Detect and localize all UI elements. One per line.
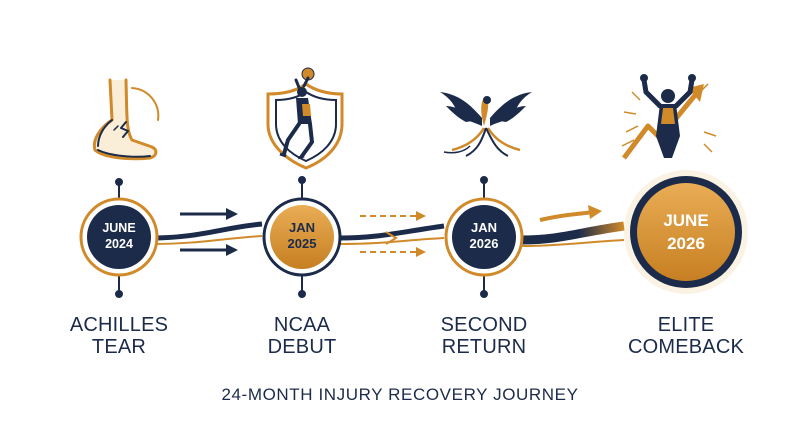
milestone-2-label: NCAA DEBUT: [217, 314, 387, 358]
milestone-2-label-line2: DEBUT: [267, 336, 337, 358]
milestone-2-label-line1: NCAA: [273, 314, 331, 336]
milestone-node-2: JAN 2025: [262, 197, 342, 277]
milestone-2-date-year: 2025: [288, 236, 317, 251]
milestone-3-label: SECOND RETURN: [399, 314, 569, 358]
milestone-4-label-line1: ELITE: [657, 314, 715, 336]
connector-2: [339, 211, 445, 257]
milestone-2-date-month: JAN: [289, 220, 315, 235]
phoenix-icon: [440, 92, 532, 157]
milestone-node-1: JUNE 2024: [79, 197, 159, 277]
milestone-4-date-year: 2026: [667, 234, 705, 253]
diagram-title: 24-MONTH INJURY RECOVERY JOURNEY: [221, 385, 579, 404]
milestone-node-4: JUNE 2026: [624, 170, 748, 294]
milestone-1-label-line1: ACHILLES: [69, 314, 169, 336]
milestone-4-label: ELITE COMEBACK: [601, 314, 771, 358]
milestone-4-label-line2: COMEBACK: [627, 336, 745, 358]
milestone-3-date-year: 2026: [470, 236, 499, 251]
milestone-3-label-line2: RETURN: [441, 336, 527, 358]
milestone-1-date-year: 2024: [105, 237, 133, 251]
stems: [115, 176, 488, 298]
connector-1: [149, 208, 263, 256]
foot-injury-icon: [92, 78, 160, 161]
milestone-4-date-month: JUNE: [663, 211, 708, 230]
milestone-3-label-line1: SECOND: [440, 314, 528, 336]
milestone-node-3: JAN 2026: [444, 197, 524, 277]
milestone-1-date-month: JUNE: [102, 221, 135, 235]
milestone-1-label-line2: TEAR: [91, 336, 147, 358]
basketball-player-shield-icon: [266, 67, 344, 170]
milestone-1-label: ACHILLES TEAR: [34, 314, 204, 358]
connector-3: [521, 205, 625, 247]
celebrating-athlete-arrow-icon: [621, 74, 717, 160]
milestone-3-date-month: JAN: [471, 220, 497, 235]
